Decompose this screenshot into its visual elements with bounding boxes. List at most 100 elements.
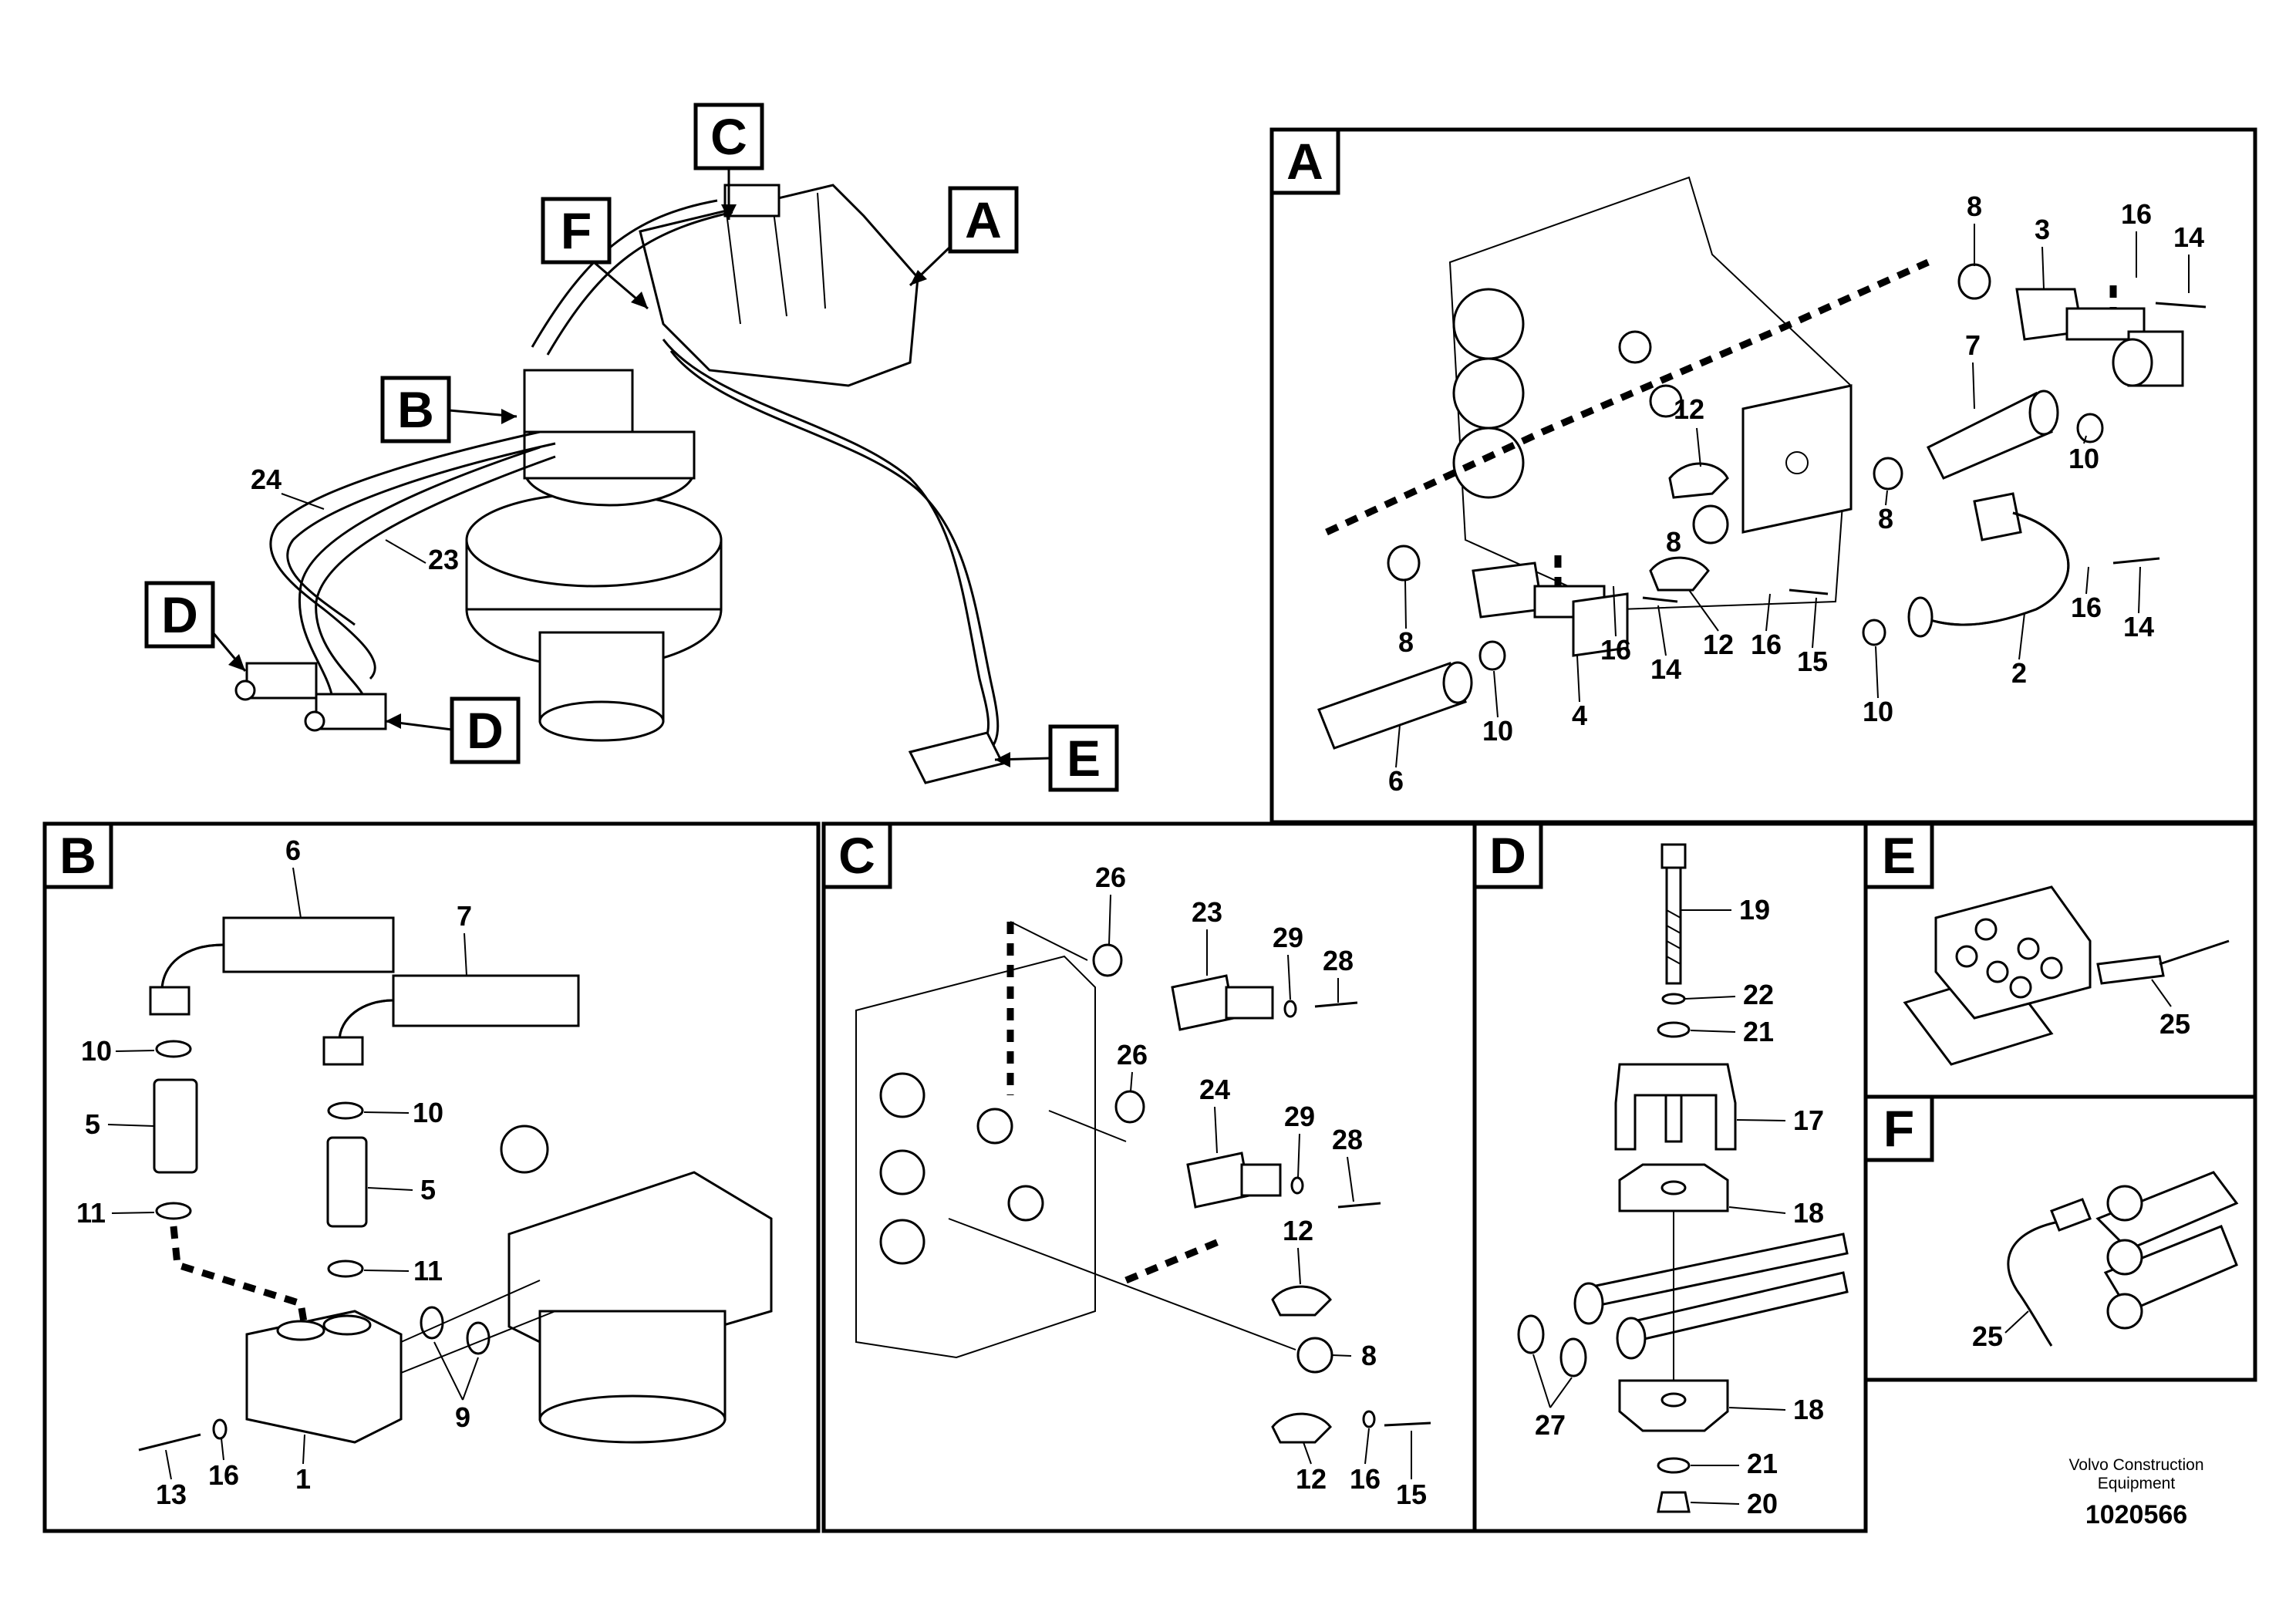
label-b-11-left: 11 xyxy=(76,1197,106,1229)
view-d-drawing xyxy=(1517,843,1849,1513)
label-a-16-mid: 16 xyxy=(1751,629,1782,660)
label-a-15: 15 xyxy=(1797,646,1828,677)
svg-text:D: D xyxy=(467,702,504,759)
svg-text:D: D xyxy=(161,586,198,643)
label-b-5-left: 5 xyxy=(85,1108,100,1140)
label-c-23: 23 xyxy=(1192,896,1222,928)
label-b-13: 13 xyxy=(156,1479,187,1510)
leader-e-25 xyxy=(2151,979,2172,1007)
label-a-10-left: 10 xyxy=(1482,715,1513,747)
callout-d-left: D xyxy=(144,581,247,672)
label-b-6: 6 xyxy=(285,835,301,866)
company-name-line1: Volvo Construction xyxy=(2068,1456,2203,1474)
view-c-labels: 26 23 29 28 26 24 29 28 12 8 12 16 15 xyxy=(1095,862,1427,1510)
label-b-7: 7 xyxy=(457,900,472,932)
footer: Volvo Construction Equipment 1020566 xyxy=(2068,1456,2203,1529)
drawing-number: 1020566 xyxy=(2085,1500,2187,1529)
callout-c: C xyxy=(693,103,764,220)
label-a-16-top: 16 xyxy=(2121,198,2152,230)
label-a-7: 7 xyxy=(1965,329,1981,361)
label-a-12-top: 12 xyxy=(1674,393,1704,425)
view-c-letter: C xyxy=(838,827,875,884)
label-a-8-top: 8 xyxy=(1967,191,1982,222)
view-b: B xyxy=(42,821,821,1533)
callout-d-right: D xyxy=(385,696,521,764)
label-a-3: 3 xyxy=(2035,214,2050,245)
view-f-tag xyxy=(1863,1094,1934,1162)
view-b-drawing xyxy=(138,916,773,1452)
view-c-tag xyxy=(821,821,892,889)
view-f-frame xyxy=(1863,1094,2257,1382)
label-c-12-bottom: 12 xyxy=(1296,1463,1327,1495)
view-f: F 25 xyxy=(1863,1094,2257,1382)
label-b-9: 9 xyxy=(455,1401,470,1433)
callout-f: F xyxy=(541,197,649,310)
company-name-line2: Equipment xyxy=(2098,1475,2176,1492)
view-d: D xyxy=(1472,821,1868,1533)
label-d-21-top: 21 xyxy=(1743,1016,1774,1047)
label-c-29-top: 29 xyxy=(1273,922,1303,953)
label-b-1: 1 xyxy=(295,1463,311,1495)
label-a-10-bottom: 10 xyxy=(1863,696,1893,727)
view-f-drawing xyxy=(2007,1171,2239,1347)
svg-text:F: F xyxy=(561,202,592,259)
view-a-labels: 8 3 16 14 7 10 12 8 8 16 14 12 16 15 xyxy=(1388,191,2204,797)
label-d-21-bottom: 21 xyxy=(1747,1448,1778,1479)
label-a-14-top: 14 xyxy=(2173,221,2204,253)
label-f-25: 25 xyxy=(1972,1320,2003,1352)
svg-text:C: C xyxy=(710,108,747,165)
label-a-16-left: 16 xyxy=(1600,634,1631,666)
label-a-6: 6 xyxy=(1388,765,1404,797)
label-b-5-right: 5 xyxy=(420,1174,436,1206)
label-23: 23 xyxy=(428,544,459,575)
leader-f-25 xyxy=(2004,1310,2029,1334)
label-a-12-bottom: 12 xyxy=(1703,629,1734,660)
label-b-10-left: 10 xyxy=(81,1035,112,1067)
view-e-tag xyxy=(1863,821,1934,889)
view-b-tag xyxy=(42,821,113,889)
view-c: C xyxy=(821,821,1477,1533)
label-c-28-mid: 28 xyxy=(1332,1124,1363,1155)
view-d-labels: 19 22 21 17 18 18 27 21 20 xyxy=(1532,894,1824,1519)
label-a-10-right: 10 xyxy=(2068,443,2099,474)
label-a-14-left: 14 xyxy=(1650,653,1681,685)
leader-23 xyxy=(385,539,426,564)
view-d-tag xyxy=(1472,821,1543,889)
svg-text:E: E xyxy=(1067,730,1101,787)
leader-24 xyxy=(281,493,325,510)
label-c-12-top: 12 xyxy=(1283,1215,1313,1246)
label-a-8-right: 8 xyxy=(1878,503,1893,534)
label-b-10-right: 10 xyxy=(413,1097,443,1128)
label-c-29-mid: 29 xyxy=(1284,1101,1315,1132)
view-f-letter: F xyxy=(1883,1100,1914,1157)
callout-a: A xyxy=(909,186,1019,287)
view-e-drawing xyxy=(1903,885,2230,1066)
view-a-drawing xyxy=(1317,176,2207,750)
label-a-8-mid: 8 xyxy=(1666,526,1681,558)
view-e: E 25 xyxy=(1863,821,2257,1099)
label-c-16: 16 xyxy=(1350,1463,1381,1495)
label-c-15: 15 xyxy=(1396,1479,1427,1510)
view-a: A xyxy=(1269,127,2257,824)
label-24: 24 xyxy=(251,464,282,495)
label-c-26-mid: 26 xyxy=(1117,1039,1148,1071)
label-d-27: 27 xyxy=(1535,1409,1566,1441)
label-a-16-right: 16 xyxy=(2071,592,2102,623)
label-d-18-top: 18 xyxy=(1793,1197,1824,1229)
label-c-28-top: 28 xyxy=(1323,945,1354,976)
label-a-14-right: 14 xyxy=(2123,611,2154,642)
callout-b: B xyxy=(380,376,518,443)
label-e-25: 25 xyxy=(2159,1008,2190,1040)
label-b-16: 16 xyxy=(208,1459,239,1491)
label-a-2: 2 xyxy=(2011,657,2027,689)
label-b-11-right: 11 xyxy=(413,1255,443,1286)
label-d-19: 19 xyxy=(1739,894,1770,926)
svg-text:B: B xyxy=(397,381,434,438)
view-e-letter: E xyxy=(1882,827,1916,884)
label-d-17: 17 xyxy=(1793,1104,1824,1136)
label-d-18-bottom: 18 xyxy=(1793,1394,1824,1425)
overview-callouts: C F A B D D xyxy=(144,103,1119,792)
svg-text:A: A xyxy=(965,191,1002,248)
label-d-20: 20 xyxy=(1747,1488,1778,1519)
